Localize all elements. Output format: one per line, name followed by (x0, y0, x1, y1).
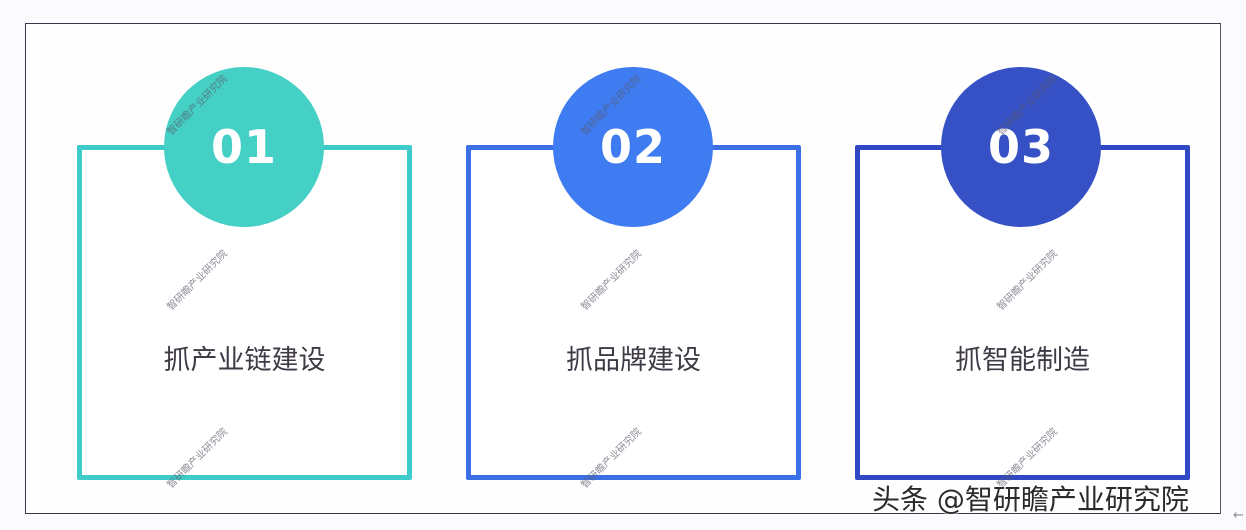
card-3-number: 03 (987, 120, 1054, 174)
card-1-label: 抓产业链建设 (163, 345, 326, 376)
arrow-left-icon: ← (1233, 508, 1244, 523)
card-1-number: 01 (210, 120, 277, 174)
card-3-number-circle: 03 (941, 67, 1101, 227)
source-footer: 头条 @智研瞻产业研究院 (872, 483, 1189, 516)
card-2-number-circle: 02 (553, 67, 713, 227)
card-3-label: 抓智能制造 (955, 345, 1090, 376)
card-2-number: 02 (599, 120, 666, 174)
card-1-number-circle: 01 (164, 67, 324, 227)
card-2-label: 抓品牌建设 (566, 345, 701, 376)
